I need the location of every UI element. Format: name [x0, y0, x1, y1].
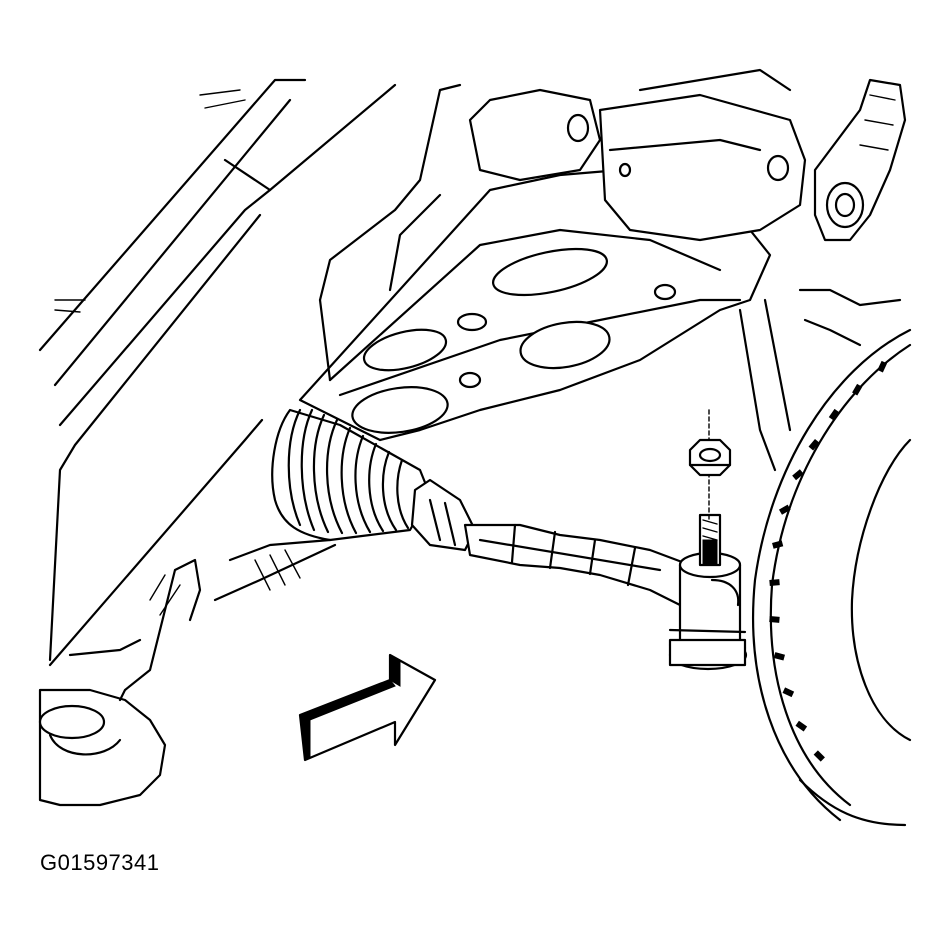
lower-mount-bracket — [38, 558, 202, 807]
steering-knuckle — [738, 288, 902, 472]
upper-brackets — [468, 68, 807, 242]
upper-control-arm — [813, 78, 907, 242]
rotor-vents — [769, 360, 888, 762]
direction-arrow-icon — [298, 653, 437, 762]
crossmember — [298, 83, 772, 442]
tie-rod-nut — [688, 409, 732, 521]
brake-rotor — [752, 328, 912, 827]
lower-rail — [213, 538, 337, 602]
figure-id-label: G01597341 — [40, 850, 160, 875]
tie-rod-end — [668, 513, 748, 671]
outer-tie-rod — [463, 523, 702, 612]
steering-gear-boot — [271, 408, 477, 552]
left-body-panel — [38, 78, 397, 667]
